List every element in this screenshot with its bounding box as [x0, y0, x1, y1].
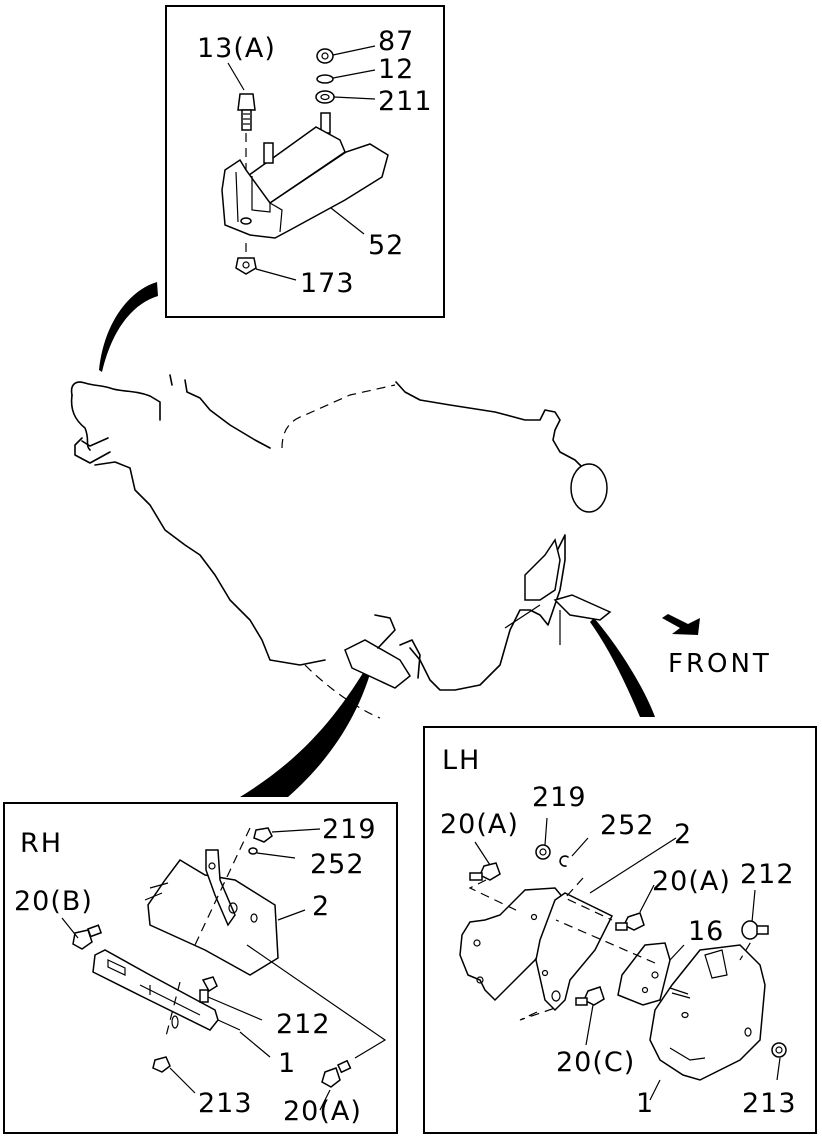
assembly-line-rh-2 [246, 944, 387, 1059]
bolt-212-icon [199, 976, 218, 1003]
rh-callout-212: 212 [276, 1009, 331, 1040]
leader-13a [227, 62, 245, 91]
bolt-20a-icon [321, 1059, 352, 1088]
lh-callout-1: 1 [636, 1088, 654, 1119]
lh-callout-16: 16 [688, 916, 724, 947]
fan-blade-icon [524, 538, 561, 601]
bracket-link-icon [535, 892, 614, 1012]
bolt-13a-icon [237, 93, 256, 217]
lh-detail-panel: LH [423, 726, 817, 1134]
nut-219-icon [535, 844, 551, 860]
engine-mount-1-icon [92, 949, 241, 1031]
rh-callout-213: 213 [198, 1088, 253, 1119]
rh-callout-252: 252 [310, 849, 365, 880]
leader-173 [255, 268, 297, 281]
connector-arc-lh [590, 618, 655, 717]
bolt-20c-icon [575, 986, 605, 1006]
lh-callout-2: 2 [674, 819, 692, 850]
lh-callout-213: 213 [742, 1088, 797, 1119]
leader-52 [330, 207, 365, 235]
washer-252-icon [559, 855, 569, 867]
connector-arc-top [99, 282, 158, 372]
lh-callout-219: 219 [532, 782, 587, 813]
assembly-line-rh-1 [164, 827, 251, 1041]
nut-173-icon [235, 257, 257, 275]
engine-assembly-illustration [70, 374, 612, 719]
lh-callout-20a-1: 20(A) [440, 809, 519, 840]
front-label: FRONT [668, 649, 772, 679]
lh-assembly-lines [468, 877, 759, 1021]
washer-211-icon [315, 90, 335, 104]
connector-arc-rh [240, 660, 374, 797]
callout-211: 211 [378, 86, 433, 117]
leader-211 [333, 96, 376, 100]
rh-leader-lines [61, 828, 331, 1111]
rh-callout-1: 1 [278, 1048, 296, 1079]
engine-mount-1-icon [649, 944, 766, 1081]
leader-87 [332, 45, 376, 56]
callout-12: 12 [378, 54, 414, 85]
rh-callout-219: 219 [322, 814, 377, 845]
lh-callout-20a-2: 20(A) [652, 866, 731, 897]
rh-detail-border [3, 802, 398, 1134]
bolt-212-icon [741, 920, 769, 940]
front-arrow-icon [662, 614, 700, 635]
top-detail-border [165, 5, 445, 318]
bolt-20b-icon [72, 924, 103, 950]
lh-callout-252: 252 [600, 810, 655, 841]
lh-side-label: LH [442, 745, 481, 776]
callout-52: 52 [368, 230, 404, 261]
leader-12 [332, 69, 376, 79]
callout-13a: 13(A) [197, 33, 276, 64]
bolt-20a-left-icon [469, 862, 501, 881]
nut-87-icon [316, 48, 334, 64]
washer-252-icon [248, 847, 258, 855]
nut-213-icon [152, 1056, 171, 1073]
lh-callout-212: 212 [740, 859, 795, 890]
bolt-20a-right-icon [615, 912, 645, 931]
engine-mount-52-icon [221, 112, 389, 239]
lh-leader-lines [474, 817, 781, 1101]
rh-detail-panel: RH 219 252 20(B [3, 802, 398, 1134]
rh-side-label: RH [20, 828, 63, 859]
pulley-icon [570, 463, 608, 513]
nut-219-icon [253, 827, 273, 843]
lh-detail-border [423, 726, 817, 1134]
rh-callout-20a: 20(A) [283, 1096, 362, 1127]
lock-washer-12-icon [316, 74, 334, 84]
lh-callout-20c: 20(C) [556, 1047, 635, 1078]
nut-213-icon [771, 1042, 787, 1058]
bracket-2-icon [144, 849, 279, 976]
callout-173: 173 [300, 268, 355, 299]
front-direction-indicator: FRONT [662, 614, 772, 679]
top-detail-panel: 13(A) 87 12 211 52 173 [165, 5, 445, 318]
callout-87: 87 [378, 26, 414, 57]
rh-callout-2: 2 [312, 891, 330, 922]
rh-callout-20b: 20(B) [14, 886, 93, 917]
rh-mount-bracket-illustration [344, 614, 421, 689]
bracket-16-icon [617, 942, 671, 1006]
